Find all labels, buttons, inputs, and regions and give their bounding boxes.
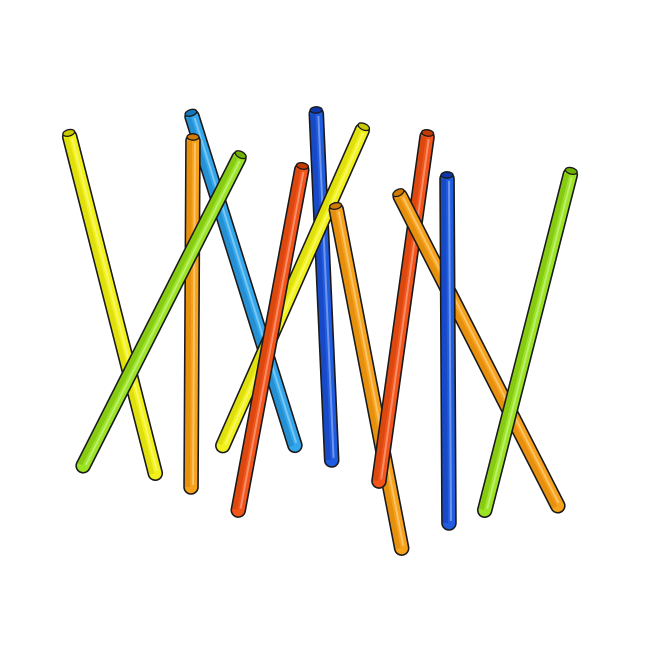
orange-straw-diagonal-right-opening <box>392 188 405 198</box>
red-orange-straw-right-opening <box>420 129 435 137</box>
orange-straw-diagonal-right-highlight <box>401 196 560 504</box>
yellow-straw-center-opening <box>357 122 371 132</box>
green-straw-right-shade <box>478 173 570 510</box>
blue-straw-right-highlight <box>448 180 452 521</box>
orange-straw-center-highlight <box>337 211 405 546</box>
yellow-straw-left-shade <box>63 137 155 475</box>
yellow-straw-center-highlight <box>224 132 365 445</box>
orange-straw-vertical-left-opening <box>186 133 200 141</box>
yellow-straw-left-opening <box>62 128 76 137</box>
red-orange-straw-left-opening <box>295 161 310 170</box>
blue-straw-right-opening <box>440 171 454 179</box>
blue-straw-center <box>308 106 340 468</box>
red-orange-straw-right-shade <box>373 136 427 481</box>
red-orange-straw-left <box>230 161 310 518</box>
orange-straw-vertical-left-highlight <box>192 143 196 486</box>
green-straw-left <box>75 150 247 474</box>
yellow-straw-left-highlight <box>71 137 158 472</box>
red-orange-straw-left-highlight <box>239 172 305 509</box>
green-straw-left-opening <box>234 150 247 160</box>
orange-straw-diagonal-right-shade <box>394 196 557 509</box>
blue-straw-center-shade <box>310 114 331 461</box>
red-orange-straw-right-highlight <box>380 139 430 480</box>
red-orange-straw-left-shade <box>232 168 301 510</box>
red-orange-straw-right <box>371 129 435 489</box>
orange-straw-center-opening <box>328 201 343 210</box>
green-straw-right-opening <box>564 166 578 175</box>
orange-straw-vertical-left <box>183 133 201 495</box>
orange-straw-diagonal-right <box>392 188 566 514</box>
yellow-straw-center-shade <box>217 127 362 446</box>
blue-straw-center-opening <box>309 106 323 114</box>
green-straw-right <box>476 166 579 519</box>
blue-straw-center-highlight <box>317 115 335 458</box>
green-straw-right-highlight <box>486 176 573 510</box>
orange-straw-vertical-left-shade <box>185 140 192 487</box>
sky-blue-straw-opening <box>184 108 198 118</box>
blue-straw-right <box>439 171 457 531</box>
blue-straw-right-shade <box>441 179 448 524</box>
green-straw-left-highlight <box>84 160 241 466</box>
sky-blue-straw-highlight <box>193 117 298 444</box>
yellow-straw-left <box>61 128 164 482</box>
green-straw-left-shade <box>77 155 238 466</box>
